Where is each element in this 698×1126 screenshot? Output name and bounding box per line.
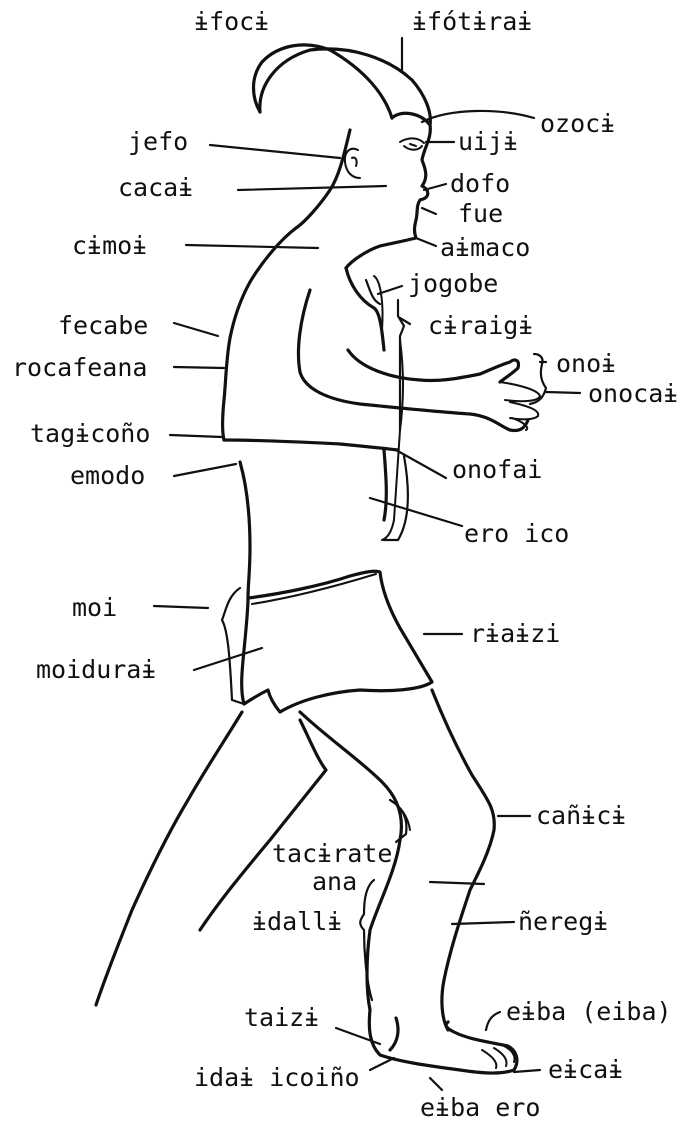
toes	[482, 1046, 515, 1068]
label-ana: ana	[312, 868, 357, 896]
label-taizi: taizɨ	[244, 1004, 319, 1032]
leader-eiba	[486, 1012, 500, 1030]
label-eiba: eɨba (eiba)	[506, 998, 672, 1026]
leader-cacai	[238, 186, 386, 190]
leader-onocai	[546, 392, 580, 393]
leader-neregi	[452, 922, 514, 924]
hand-fingers	[500, 382, 540, 430]
stomach-outline	[240, 450, 386, 598]
label-cimoi: cɨmoɨ	[72, 232, 147, 260]
leader-eiba-ero	[430, 1078, 442, 1090]
label-riaizi: rɨaɨzi	[470, 620, 560, 648]
leader-fue	[422, 208, 436, 214]
leader-jogobe	[378, 286, 402, 294]
label-onocai: onocaɨ	[588, 380, 678, 408]
label-aimaco: aɨmaco	[440, 234, 530, 262]
leader-rocafeana	[174, 367, 224, 368]
shorts-outline	[242, 571, 432, 712]
shirt-hem	[224, 440, 398, 450]
label-tacirate: tacɨrate	[272, 840, 392, 868]
bracket-tacirate	[390, 800, 406, 842]
leader-emodo	[174, 464, 236, 476]
label-canici: cañɨcɨ	[536, 802, 626, 830]
leader-aimaco	[416, 238, 436, 246]
leader-tagicono	[170, 435, 222, 437]
label-onofai: onofai	[452, 456, 542, 484]
leader-idai-icoino	[370, 1058, 394, 1070]
label-idai-icoino: idaɨ icoiño	[194, 1064, 360, 1092]
label-fecabe: fecabe	[58, 312, 148, 340]
label-tagicono: tagɨcoño	[30, 420, 150, 448]
label-jefo: jefo	[128, 128, 188, 156]
shorts-waist	[252, 574, 376, 604]
label-ciraigi: cɨraigɨ	[428, 312, 533, 340]
leader-moi	[154, 606, 208, 608]
label-idalli: ɨdallɨ	[252, 908, 342, 936]
label-onoi: onoɨ	[556, 350, 616, 378]
label-eiba-ero: eɨba ero	[420, 1094, 540, 1122]
leader-jefo	[210, 145, 340, 158]
ear-drawing	[345, 149, 360, 178]
leader-ozoci	[422, 111, 534, 122]
bracket-onoi	[530, 354, 546, 404]
label-neregi: ñeregɨ	[518, 908, 608, 936]
leader-fecabe	[174, 323, 218, 336]
label-uiji: uijɨ	[458, 128, 518, 156]
label-fue: fue	[458, 200, 503, 228]
back-outline	[223, 228, 297, 440]
label-jogobe: jogobe	[408, 270, 498, 298]
eye-drawing	[400, 138, 424, 149]
label-ozoci: ozocɨ	[540, 110, 615, 138]
label-ifotirai: ɨfótɨraɨ	[412, 8, 532, 36]
label-moidurai: moiduraɨ	[36, 656, 156, 684]
bracket-idalli	[360, 880, 374, 1000]
leader-taizi	[336, 1028, 380, 1044]
label-cacai: cacaɨ	[118, 174, 193, 202]
head-outline	[346, 113, 430, 268]
leader-ana	[430, 882, 484, 884]
label-eicai: eɨcaɨ	[548, 1056, 623, 1084]
leader-dofo	[424, 184, 446, 190]
back-head	[296, 130, 350, 228]
leader-onofai	[396, 450, 446, 478]
label-ero-ico: ero ico	[464, 520, 569, 548]
leader-cimoi	[186, 245, 318, 248]
leader-eicai	[514, 1070, 540, 1072]
label-dofo: dofo	[450, 170, 510, 198]
label-emodo: emodo	[70, 462, 145, 490]
label-ifoci: ɨfocɨ	[194, 8, 269, 36]
label-moi: moi	[72, 594, 117, 622]
label-rocafeana: rocafeana	[12, 354, 147, 382]
